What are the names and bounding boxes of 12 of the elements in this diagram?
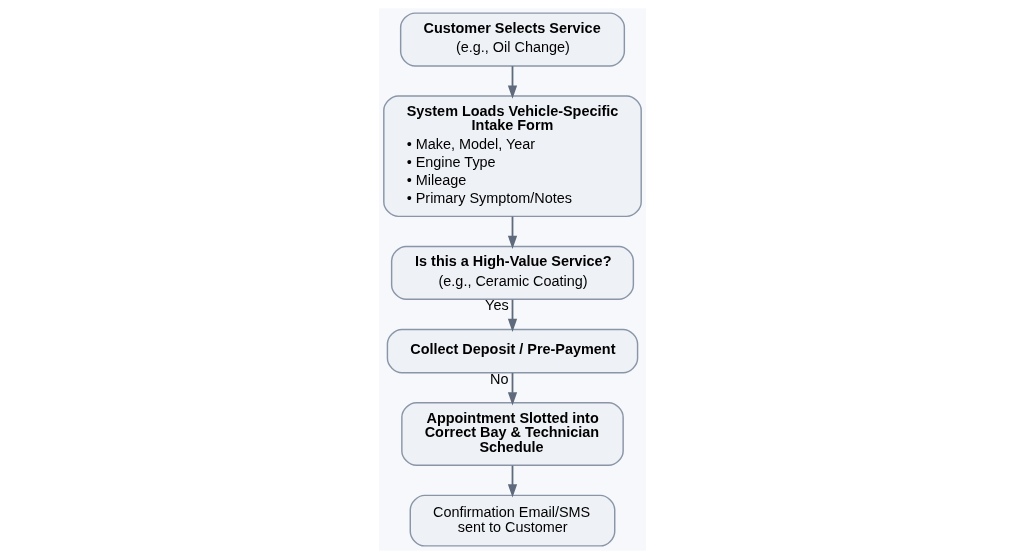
node-box: Is this a High-Value Service? (e.g., Ceramic Coating)	[390, 245, 634, 301]
node-box: Customer Selects Service (e.g., Oil Change)	[399, 12, 625, 67]
arrow	[507, 372, 517, 406]
node-box: Appointment Slotted into Correct Bay & Technician Schedule	[400, 402, 624, 467]
arrow	[507, 215, 517, 249]
arrow	[507, 464, 517, 498]
edge-label: No	[489, 371, 508, 388]
node-box: Confirmation Email/SMS sent to Customer	[409, 494, 615, 547]
node-box: System Loads Vehicle-Specific Intake Form • Make, Model, Year • Engine Type • Mileage • Primary Symptom/Notes	[382, 95, 642, 218]
arrow	[507, 298, 517, 332]
arrow	[507, 65, 517, 99]
node-box: Collect Deposit / Pre-Payment	[386, 328, 638, 374]
